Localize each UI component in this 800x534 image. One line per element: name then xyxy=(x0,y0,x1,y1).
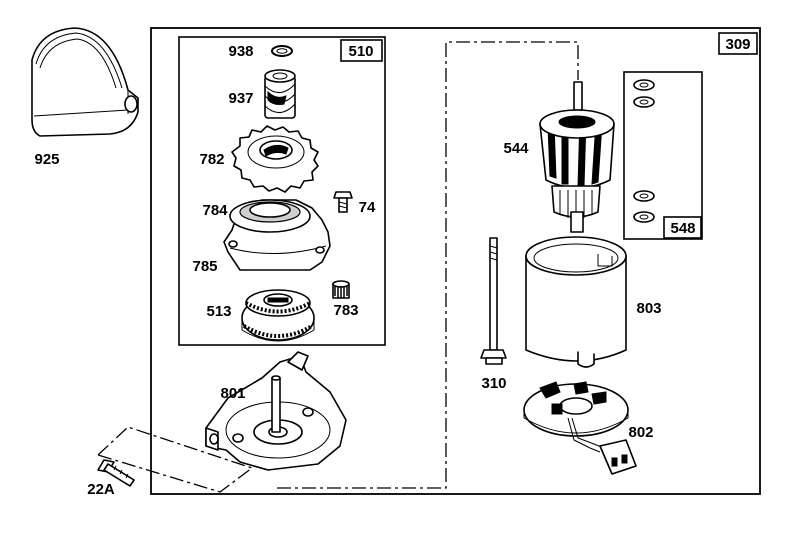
part-544-label: 544 xyxy=(503,140,529,157)
part-785-label: 785 xyxy=(192,258,217,275)
helix-937 xyxy=(264,69,296,119)
part-801-label: 801 xyxy=(220,385,245,402)
kit-510-label: 510 xyxy=(348,43,373,60)
gear-782 xyxy=(231,125,319,193)
part-938-label: 938 xyxy=(228,43,253,60)
connector-line-bolt xyxy=(96,426,254,493)
kit-510-tag xyxy=(340,39,383,62)
kit-309-tag xyxy=(718,32,758,55)
part-513-label: 513 xyxy=(206,303,231,320)
connector-line-armature xyxy=(277,41,579,489)
brush-plate-802 xyxy=(523,381,637,475)
kit-510-frame xyxy=(178,36,386,346)
gear-783 xyxy=(332,280,350,299)
part-74-label: 74 xyxy=(359,199,376,216)
part-22A-label: 22A xyxy=(87,481,115,498)
kit-548-frame xyxy=(623,71,703,240)
kit-309-label: 309 xyxy=(725,36,750,53)
part-925-label: 925 xyxy=(34,151,59,168)
kit-548-label: 548 xyxy=(670,220,695,237)
cover-925 xyxy=(31,27,139,137)
housing-803 xyxy=(525,236,627,368)
bolt-22A xyxy=(97,459,135,487)
part-803-label: 803 xyxy=(636,300,661,317)
part-802-label: 802 xyxy=(628,424,653,441)
part-783-label: 783 xyxy=(333,302,358,319)
screw-74 xyxy=(333,191,353,213)
ring-938 xyxy=(271,45,293,57)
housing-784 xyxy=(223,199,331,271)
kit-309-frame xyxy=(150,27,761,495)
part-937-label: 937 xyxy=(228,90,253,107)
kit-548-tag xyxy=(663,216,702,239)
part-310-label: 310 xyxy=(481,375,506,392)
part-782-label: 782 xyxy=(199,151,224,168)
endcap-801 xyxy=(205,351,347,471)
armature-544 xyxy=(539,81,615,233)
through-bolt-310 xyxy=(480,237,507,365)
washers-548 xyxy=(633,79,655,223)
gear-513 xyxy=(241,289,315,342)
part-784-label: 784 xyxy=(202,202,228,219)
